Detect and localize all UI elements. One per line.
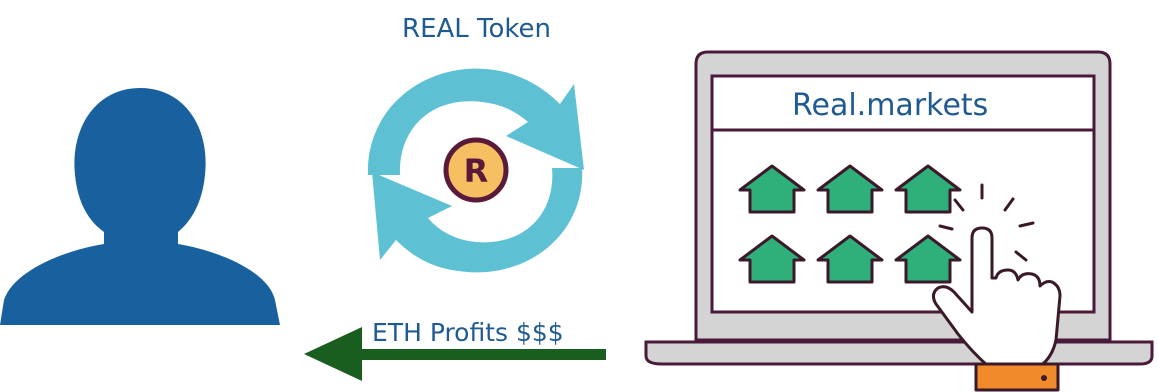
hand-pointer-icon xyxy=(931,226,1062,392)
house-icon[interactable] xyxy=(816,234,884,284)
coin-icon: R xyxy=(443,137,509,203)
house-grid xyxy=(738,164,962,284)
token-label: REAL Token xyxy=(402,14,552,44)
house-icon[interactable] xyxy=(816,164,884,214)
coin-symbol: R xyxy=(464,152,489,190)
site-title: Real.markets xyxy=(792,88,989,123)
house-icon[interactable] xyxy=(738,234,806,284)
house-icon[interactable] xyxy=(738,164,806,214)
click-burst-icon xyxy=(938,183,1035,262)
user-silhouette-icon xyxy=(0,88,280,325)
left-arrow-icon xyxy=(304,327,606,381)
house-icon[interactable] xyxy=(894,164,962,214)
cycle-arrows-icon xyxy=(367,68,584,273)
house-icon[interactable] xyxy=(894,234,962,284)
profit-label: ETH Profits $$$ xyxy=(372,318,564,347)
